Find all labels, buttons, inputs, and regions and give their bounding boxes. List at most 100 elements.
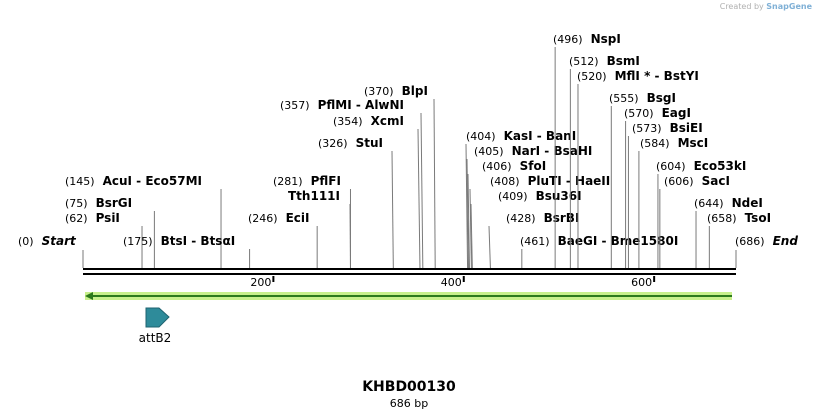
site-position: (75) [65,197,88,210]
orf-arrowhead-icon [85,292,93,300]
restriction-site-label[interactable]: (62) PsiI [65,211,120,225]
sequence-length: 686 bp [389,397,429,410]
site-enzyme-name: EagI [662,106,691,120]
site-position: (606) [664,175,694,188]
site-connector [470,203,473,269]
restriction-site-label[interactable]: (520) MflI * - BstYI [577,69,699,83]
attb2-feature-arrow-icon[interactable] [145,307,170,328]
site-position: (658) [707,212,737,225]
restriction-site-label[interactable]: (461)BaeGI - Bme1580I [520,234,678,248]
site-position: (175) [123,235,153,248]
ruler-tick-label: 200 [250,276,271,289]
site-enzyme-name: Eco53kI [694,159,747,173]
restriction-site-label[interactable]: (409)Bsu36I [498,189,582,203]
site-position: (62) [65,212,88,225]
site-enzyme-name: MscI [678,136,709,150]
restriction-site-label[interactable]: (604)Eco53kI [656,159,746,173]
site-enzyme-name: BsrGI [96,196,133,210]
site-position: (354) [333,115,363,128]
site-position: (555) [609,92,639,105]
sequence-name: KHBD00130 [362,379,456,395]
site-position: (404) [466,130,496,143]
site-connector [488,225,491,269]
restriction-site-label[interactable]: (406) SfoI [482,159,546,173]
restriction-site-label[interactable]: (0) Start [18,234,77,248]
site-connector [420,112,424,269]
site-position: (496) [553,33,583,46]
restriction-site-label[interactable]: (644) NdeI [694,196,763,210]
site-enzyme-name: XcmI [371,114,404,128]
site-enzyme-name: Bsu36I [536,189,582,203]
snapgene-brand: SnapGene [766,2,812,11]
site-position: (370) [364,85,394,98]
site-enzyme-name: NdeI [732,196,763,210]
restriction-site-label[interactable]: (326)StuI [318,136,383,150]
site-position: (281) [273,175,303,188]
site-position: (428) [506,212,536,225]
site-position: (246) [248,212,278,225]
site-enzyme-name: PluTI - HaeII [528,174,611,188]
site-position: (406) [482,160,512,173]
site-position: (408) [490,175,520,188]
site-position: (520) [577,70,607,83]
restriction-site-label[interactable]: (75) BsrGI [65,196,132,210]
restriction-site-label[interactable]: (555) BsgI [609,91,676,105]
site-enzyme-name: TsoI [745,211,771,225]
restriction-site-label[interactable]: (370) BlpI [364,84,428,98]
restriction-site-label[interactable]: (584) MscI [640,136,708,150]
restriction-site-label[interactable]: (145)AcuI - Eco57MI [65,174,202,188]
feature-label-attb2: attB2 [139,331,172,345]
site-enzyme-name: SfoI [520,159,547,173]
restriction-site-label[interactable]: (428)BsrBI [506,211,579,225]
site-enzyme-name: BsiEI [670,121,703,135]
restriction-site-label[interactable]: (354) XcmI [333,114,404,128]
site-enzyme-name: SacI [702,174,730,188]
restriction-site-label[interactable]: (246)EciI [248,211,309,225]
site-enzyme-name: PsiI [96,211,120,225]
restriction-site-label[interactable]: (175) BtsI - BtsαI [123,234,235,248]
site-enzyme-name: BsmI [607,54,640,68]
restriction-site-label[interactable]: (408) PluTI - HaeII [490,174,610,188]
site-enzyme-name: BsgI [647,91,676,105]
site-enzyme-name: Start [42,234,77,248]
site-enzyme-name: PflFI [311,174,341,188]
site-position: (686) [735,235,765,248]
site-enzyme-name: BtsI - BtsαI [161,234,236,248]
restriction-site-label[interactable]: (357)PflMI - AlwNI [280,98,404,112]
restriction-site-label[interactable]: (405) NarI - BsaHI [474,144,592,158]
site-connector [469,188,472,269]
restriction-site-label[interactable]: (512)BsmI [569,54,640,68]
site-connector [465,143,469,269]
restriction-site-label[interactable]: (658) TsoI [707,211,771,225]
restriction-site-label[interactable]: (496)NspI [553,32,621,46]
site-position: (584) [640,137,670,150]
restriction-site-label[interactable]: (404) KasI - BanI [466,129,576,143]
ruler-tick-label: 400 [441,276,462,289]
site-enzyme-name: BlpI [402,84,428,98]
site-position: (405) [474,145,504,158]
site-position: (145) [65,175,95,188]
restriction-site-label[interactable]: (686) End [735,234,798,248]
site-enzyme-name: NarI - BsaHI [512,144,593,158]
restriction-site-label[interactable]: (570)EagI [624,106,691,120]
site-position: (644) [694,197,724,210]
site-enzyme-name: BaeGI - Bme1580I [558,234,679,248]
restriction-site-label[interactable]: (281) PflFI [273,174,341,188]
snapgene-credit: Created by SnapGene [720,2,812,11]
site-enzyme-name: KasI - BanI [504,129,577,143]
site-enzyme-name: Tth111I [288,189,340,203]
site-enzyme-name: StuI [356,136,383,150]
restriction-site-label[interactable]: (573)BsiEI [632,121,703,135]
site-connector [467,173,470,269]
site-enzyme-name: MflI * - BstYI [615,69,699,83]
site-enzyme-name: End [773,234,799,248]
site-enzyme-name: PflMI - AlwNI [318,98,404,112]
site-connector [417,128,421,269]
restriction-site-label[interactable]: (606) SacI [664,174,730,188]
site-connector [466,158,470,269]
credit-prefix: Created by [719,2,764,11]
restriction-site-label[interactable]: Tth111I [288,189,340,203]
site-connector [391,150,394,269]
site-position: (0) [18,235,34,248]
